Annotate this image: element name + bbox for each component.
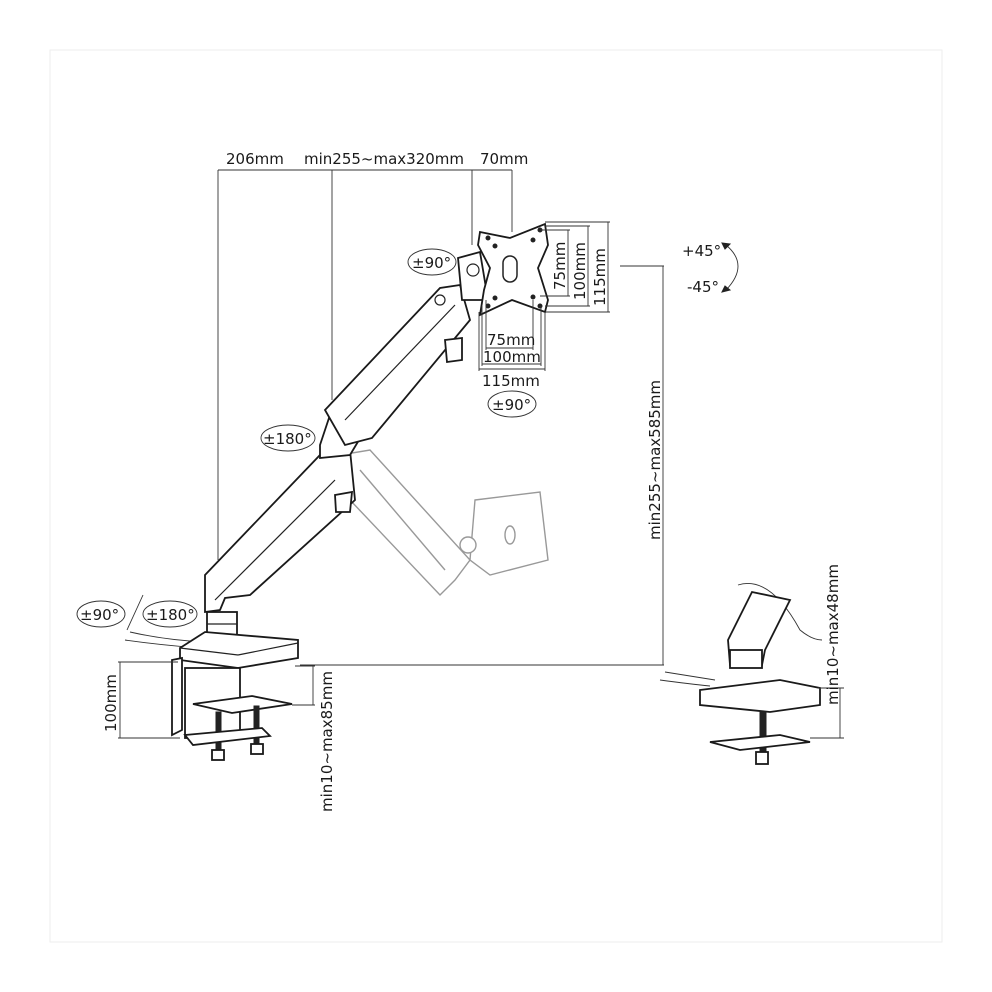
- svg-text:±90°: ±90°: [412, 254, 451, 272]
- svg-text:±90°: ±90°: [80, 606, 119, 624]
- frame-border: [49, 49, 943, 943]
- clamp-height-label: 100mm: [102, 674, 120, 732]
- vesa-v-115: 115mm: [591, 248, 609, 306]
- desk-clamp: [124, 631, 299, 761]
- dim-head-offset: 70mm: [480, 150, 528, 168]
- vesa-h-75: 75mm: [487, 331, 535, 349]
- height-range-label: min255~max585mm: [646, 380, 664, 540]
- grommet-dimension-lines: [810, 687, 844, 739]
- separator-slash: [126, 594, 144, 631]
- rotation-head-swivel: ±90°: [407, 248, 457, 276]
- tilt-indicator: [721, 242, 739, 293]
- tilt-up: +45°: [682, 242, 721, 260]
- tilt-down: -45°: [687, 278, 719, 296]
- clamp-dimension-lines: [118, 661, 315, 739]
- svg-text:±90°: ±90°: [492, 396, 531, 414]
- rotation-elbow: ±180°: [260, 424, 316, 452]
- vesa-h-115: 115mm: [482, 372, 540, 390]
- top-dimension-lines: [217, 169, 513, 560]
- grommet-desk-thickness-label: min10~max48mm: [824, 564, 842, 705]
- dim-arm-length: min255~max320mm: [304, 150, 464, 168]
- ghost-arm-lowered: [339, 449, 549, 597]
- rotation-plate: ±90°: [487, 390, 537, 418]
- clamp-desk-thickness-label: min10~max85mm: [318, 671, 336, 812]
- svg-text:±180°: ±180°: [146, 606, 195, 624]
- vesa-v-100: 100mm: [571, 242, 589, 300]
- monitor-arm: [204, 250, 490, 643]
- height-dimension-lines: [300, 265, 664, 666]
- grommet-mount: [659, 583, 823, 765]
- dim-reach-base: 206mm: [226, 150, 284, 168]
- vesa-dimension-lines: [478, 221, 610, 371]
- rotation-base: ±180°: [142, 600, 198, 628]
- vesa-plate: [477, 222, 549, 317]
- svg-text:±180°: ±180°: [263, 430, 312, 448]
- rotation-base-swivel: ±90°: [76, 600, 126, 628]
- vesa-v-75: 75mm: [551, 242, 569, 290]
- vesa-h-100: 100mm: [483, 348, 541, 366]
